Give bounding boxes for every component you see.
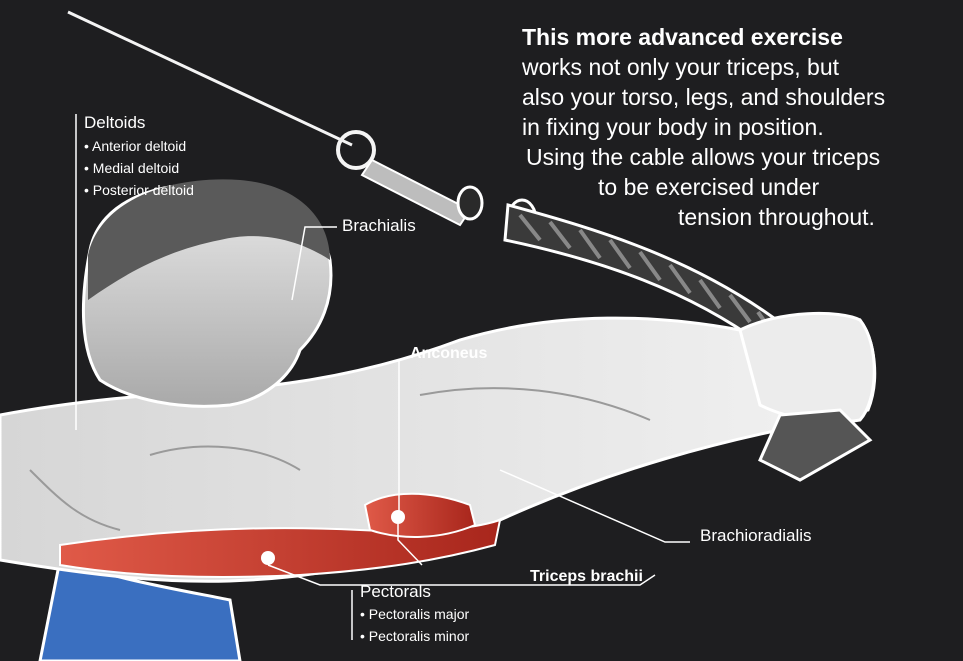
intro-line-4: Using the cable allows your triceps: [522, 142, 942, 172]
anconeus-marker: [391, 510, 405, 524]
deltoids-label: Deltoids: [84, 113, 145, 133]
intro-line-6: tension throughout.: [522, 202, 942, 232]
brachialis-label: Brachialis: [342, 216, 416, 236]
deltoids-item-3: • Posterior deltoid: [84, 180, 194, 200]
pectorals-item-1: • Pectoralis major: [360, 604, 469, 624]
hand: [740, 313, 874, 421]
intro-line-5: to be exercised under: [522, 172, 942, 202]
intro-line-1: works not only your triceps, but: [522, 52, 942, 82]
anconeus-muscle: [365, 494, 475, 537]
cable-ring: [338, 132, 374, 168]
pectorals-label: Pectorals: [360, 582, 431, 602]
intro-text: This more advanced exercise works not on…: [522, 22, 942, 232]
deltoids-item-2: • Medial deltoid: [84, 158, 179, 178]
intro-line-3: in fixing your body in position.: [522, 112, 942, 142]
intro-title: This more advanced exercise: [522, 22, 942, 52]
deltoids-item-1: • Anterior deltoid: [84, 136, 186, 156]
intro-line-2: also your torso, legs, and shoulders: [522, 82, 942, 112]
anconeus-label: Anconeus: [410, 345, 487, 363]
brachioradialis-label: Brachioradialis: [700, 526, 812, 546]
triceps-brachii-label: Triceps brachii: [530, 568, 643, 586]
pectorals-item-2: • Pectoralis minor: [360, 626, 469, 646]
triceps-marker: [261, 551, 275, 565]
